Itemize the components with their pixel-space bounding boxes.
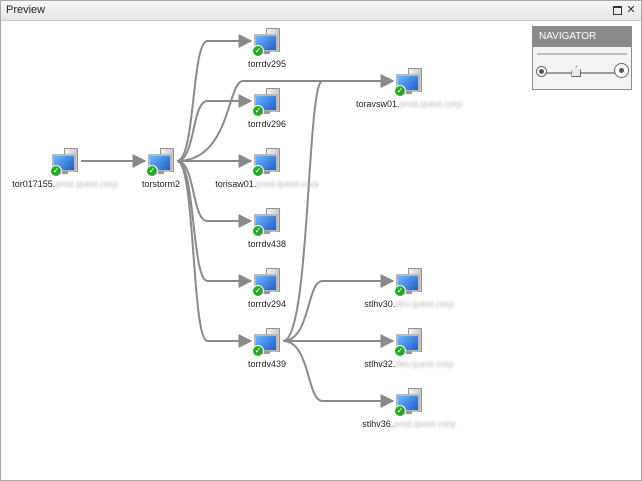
navigator-title: NAVIGATOR (533, 27, 631, 47)
server-node[interactable]: ✓ torrdv296 (197, 86, 337, 129)
status-ok-icon: ✓ (146, 165, 158, 177)
status-ok-icon: ✓ (50, 165, 62, 177)
edge-n1-n3 (176, 74, 395, 162)
server-node[interactable]: ✓ torisaw01.prod.quest.corp (197, 146, 337, 189)
status-ok-icon: ✓ (252, 285, 264, 297)
node-label: torrdv296 (247, 119, 287, 129)
computer-icon: ✓ (50, 146, 80, 177)
zoom-in-icon[interactable] (614, 63, 629, 78)
server-node[interactable]: ✓ toravsw01.prod.quest.corp (339, 66, 479, 109)
server-node[interactable]: ✓ stlhv36.prod.quest.corp (339, 386, 479, 429)
computer-icon: ✓ (394, 326, 424, 357)
node-label: torrdv438 (247, 239, 287, 249)
edge-n1-n4 (176, 94, 253, 162)
navigator-divider (537, 53, 627, 55)
server-node[interactable]: ✓ torrdv295 (197, 26, 337, 69)
status-ok-icon: ✓ (394, 285, 406, 297)
panel-titlebar: Preview ✕ (1, 1, 641, 21)
status-ok-icon: ✓ (394, 345, 406, 357)
restore-icon[interactable] (611, 4, 623, 16)
node-label: torisaw01.prod.quest.corp (215, 179, 319, 189)
panel-title: Preview (6, 4, 46, 16)
server-node[interactable]: ✓ tor017155.prod.quest.corp (0, 146, 135, 189)
node-label: tor017155.prod.quest.corp (12, 179, 118, 189)
close-icon[interactable]: ✕ (626, 4, 636, 16)
zoom-slider-track[interactable] (541, 72, 623, 74)
node-label: stlhv32.dev.quest.corp (364, 359, 454, 369)
server-node[interactable]: ✓ torrdv438 (197, 206, 337, 249)
computer-icon: ✓ (252, 26, 282, 57)
status-ok-icon: ✓ (252, 345, 264, 357)
edge-n1-n2 (176, 34, 253, 162)
edge-n1-n8 (176, 160, 253, 348)
computer-icon: ✓ (252, 326, 282, 357)
status-ok-icon: ✓ (394, 85, 406, 97)
status-ok-icon: ✓ (252, 225, 264, 237)
computer-icon: ✓ (146, 146, 176, 177)
server-node[interactable]: ✓ stlhv30.dev.quest.corp (339, 266, 479, 309)
status-ok-icon: ✓ (394, 405, 406, 417)
node-label: torrdv295 (247, 59, 287, 69)
zoom-out-icon[interactable] (536, 66, 547, 77)
node-label: torrdv294 (247, 299, 287, 309)
computer-icon: ✓ (394, 386, 424, 417)
server-node[interactable]: ✓ torrdv439 (197, 326, 337, 369)
computer-icon: ✓ (394, 66, 424, 97)
computer-icon: ✓ (394, 266, 424, 297)
zoom-slider-thumb[interactable] (571, 66, 582, 77)
node-label: torstorm2 (141, 179, 180, 189)
navigator-panel[interactable]: NAVIGATOR (532, 26, 632, 90)
edge-layer (81, 34, 395, 408)
node-label: stlhv30.dev.quest.corp (364, 299, 454, 309)
status-ok-icon: ✓ (252, 45, 264, 57)
edge-n8-n3 (282, 74, 395, 342)
server-node[interactable]: ✓ torrdv294 (197, 266, 337, 309)
status-ok-icon: ✓ (252, 165, 264, 177)
node-label: toravsw01.prod.quest.corp (355, 99, 463, 109)
edge-n1-n6 (176, 160, 253, 228)
edge-n8-n11 (282, 340, 395, 408)
computer-icon: ✓ (252, 86, 282, 117)
computer-icon: ✓ (252, 146, 282, 177)
server-node[interactable]: ✓ torstorm2 (91, 146, 231, 189)
computer-icon: ✓ (252, 206, 282, 237)
status-ok-icon: ✓ (252, 105, 264, 117)
node-label: torrdv439 (247, 359, 287, 369)
edge-n8-n9 (282, 274, 395, 342)
server-node[interactable]: ✓ stlhv32.dev.quest.corp (339, 326, 479, 369)
topology-canvas[interactable]: NAVIGATOR ✓ tor017155.prod.quest.corp ✓ tor… (1, 21, 641, 480)
node-label: stlhv36.prod.quest.corp (362, 419, 456, 429)
computer-icon: ✓ (252, 266, 282, 297)
